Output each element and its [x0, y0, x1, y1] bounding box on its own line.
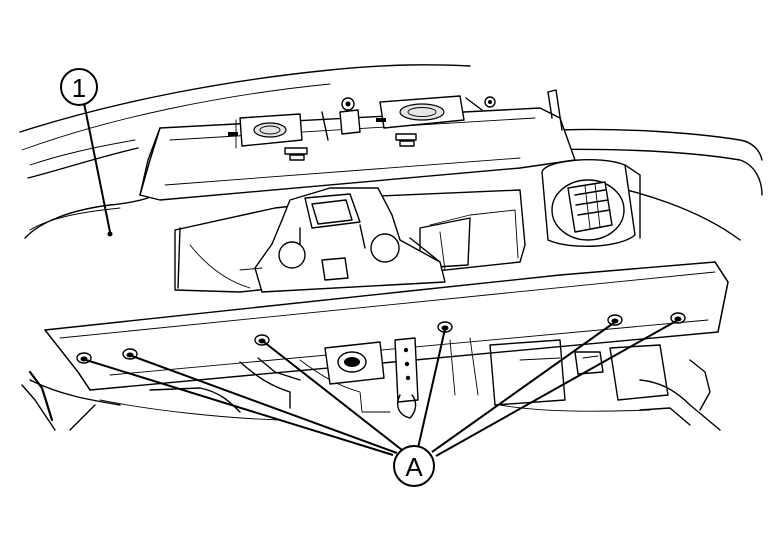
- trunk-latch: [239, 187, 446, 293]
- clip-hole-4: [437, 321, 453, 333]
- leader-a-2: [131, 355, 398, 454]
- leader-a-5: [431, 321, 616, 453]
- leader-a-6: [435, 319, 679, 457]
- license-lamp-left: [228, 113, 308, 161]
- clip-hole-6: [670, 312, 686, 324]
- inner-grommet: [324, 341, 385, 385]
- trunk-lid-outline: [19, 64, 763, 241]
- callout-fasteners-a: A: [393, 445, 435, 487]
- leader-a-4: [417, 328, 446, 449]
- callout-leaders: [83, 102, 679, 457]
- leader-a-3: [263, 341, 403, 451]
- rear-view-camera: [541, 158, 641, 248]
- leader-a-1: [85, 359, 394, 456]
- clip-hole-5: [607, 314, 623, 326]
- trunk-lid-inner-structure: [21, 337, 721, 431]
- callout-part-1: 1: [60, 68, 98, 106]
- callout-part-1-label: 1: [72, 73, 86, 103]
- license-lamp-right: [376, 95, 496, 147]
- callout-fasteners-a-label: A: [405, 452, 423, 482]
- harness-bracket: [394, 337, 419, 419]
- license-lamp-bracket: [139, 89, 576, 201]
- leader-part-1: [83, 102, 111, 233]
